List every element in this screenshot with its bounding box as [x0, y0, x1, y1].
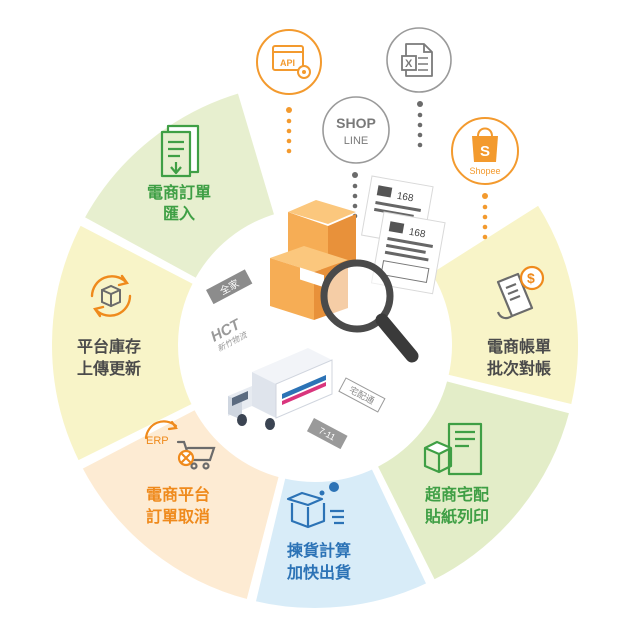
shopline-text-1: SHOP — [336, 115, 376, 131]
seg-5-line1: 超商宅配 — [424, 485, 489, 504]
shopee-label: Shopee — [469, 166, 500, 176]
shopline-logo-icon: SHOP LINE — [322, 96, 390, 164]
seg-3-line2: 訂單取消 — [146, 507, 210, 526]
api-gear-icon: API — [256, 29, 322, 95]
seg-4-line2: 加快出貨 — [286, 563, 351, 582]
api-dotted-connector — [286, 107, 292, 154]
tag-hct: HCT 新竹物流 — [208, 315, 249, 353]
shopee-dotted-connector — [482, 193, 488, 240]
excel-dotted-connector — [417, 101, 423, 148]
seg-6-line1: 電商帳單 — [487, 337, 551, 356]
bill-dollar-icon: $ — [496, 265, 545, 320]
segment-labels: 電商訂單 匯入 平台庫存 上傳更新 電商平台 訂單取消 揀貨計算 加快出貨 超商… — [77, 183, 551, 582]
tag-711: 7-11 — [306, 418, 348, 450]
delivery-truck-icon — [228, 348, 333, 430]
excel-x-label: X — [405, 58, 413, 70]
seg-3-line1: 電商平台 — [146, 485, 210, 504]
svg-text:$: $ — [527, 270, 535, 286]
label-168-back: 168 — [396, 191, 415, 205]
shopline-text-2: LINE — [344, 135, 368, 147]
fast-box-icon — [286, 482, 344, 529]
seg-2-line1: 平台庫存 — [77, 337, 141, 356]
seg-2-line2: 上傳更新 — [77, 359, 141, 378]
api-label: API — [280, 58, 295, 68]
magnifying-glass-icon — [320, 259, 419, 363]
seg-4-line1: 揀貨計算 — [287, 541, 351, 560]
seg-6-line2: 批次對帳 — [487, 359, 551, 378]
wheel-segment-2 — [48, 220, 198, 466]
box-label-icon — [423, 422, 483, 476]
wheel-segment-1 — [79, 88, 279, 284]
wheel-segment-5 — [372, 376, 574, 585]
seg-1-line2: 匯入 — [163, 204, 195, 223]
erp-cart-cancel-icon: ERP — [144, 420, 216, 470]
tag-familymart: 全家 — [206, 269, 253, 305]
excel-file-icon: X — [386, 27, 452, 93]
cardboard-box-stack — [270, 200, 356, 320]
shopee-bag-icon: S Shopee — [451, 117, 519, 185]
seg-1-line1: 電商訂單 — [147, 183, 211, 202]
wheel-segment-3 — [77, 404, 284, 604]
seg-5-line2: 貼紙列印 — [425, 507, 489, 526]
label-168-front: 168 — [408, 227, 427, 241]
wheel-segments — [48, 88, 582, 612]
wheel-segment-6 — [426, 200, 582, 409]
document-import-icon — [160, 124, 200, 178]
shopee-s-letter: S — [480, 143, 490, 160]
box-sync-icon — [90, 274, 132, 318]
shopline-dotted-connector — [352, 172, 358, 219]
shipping-label-front: 168 — [370, 211, 446, 295]
svg-text:ERP: ERP — [146, 435, 169, 447]
tag-takkyubin: 宅配通 — [338, 377, 386, 413]
